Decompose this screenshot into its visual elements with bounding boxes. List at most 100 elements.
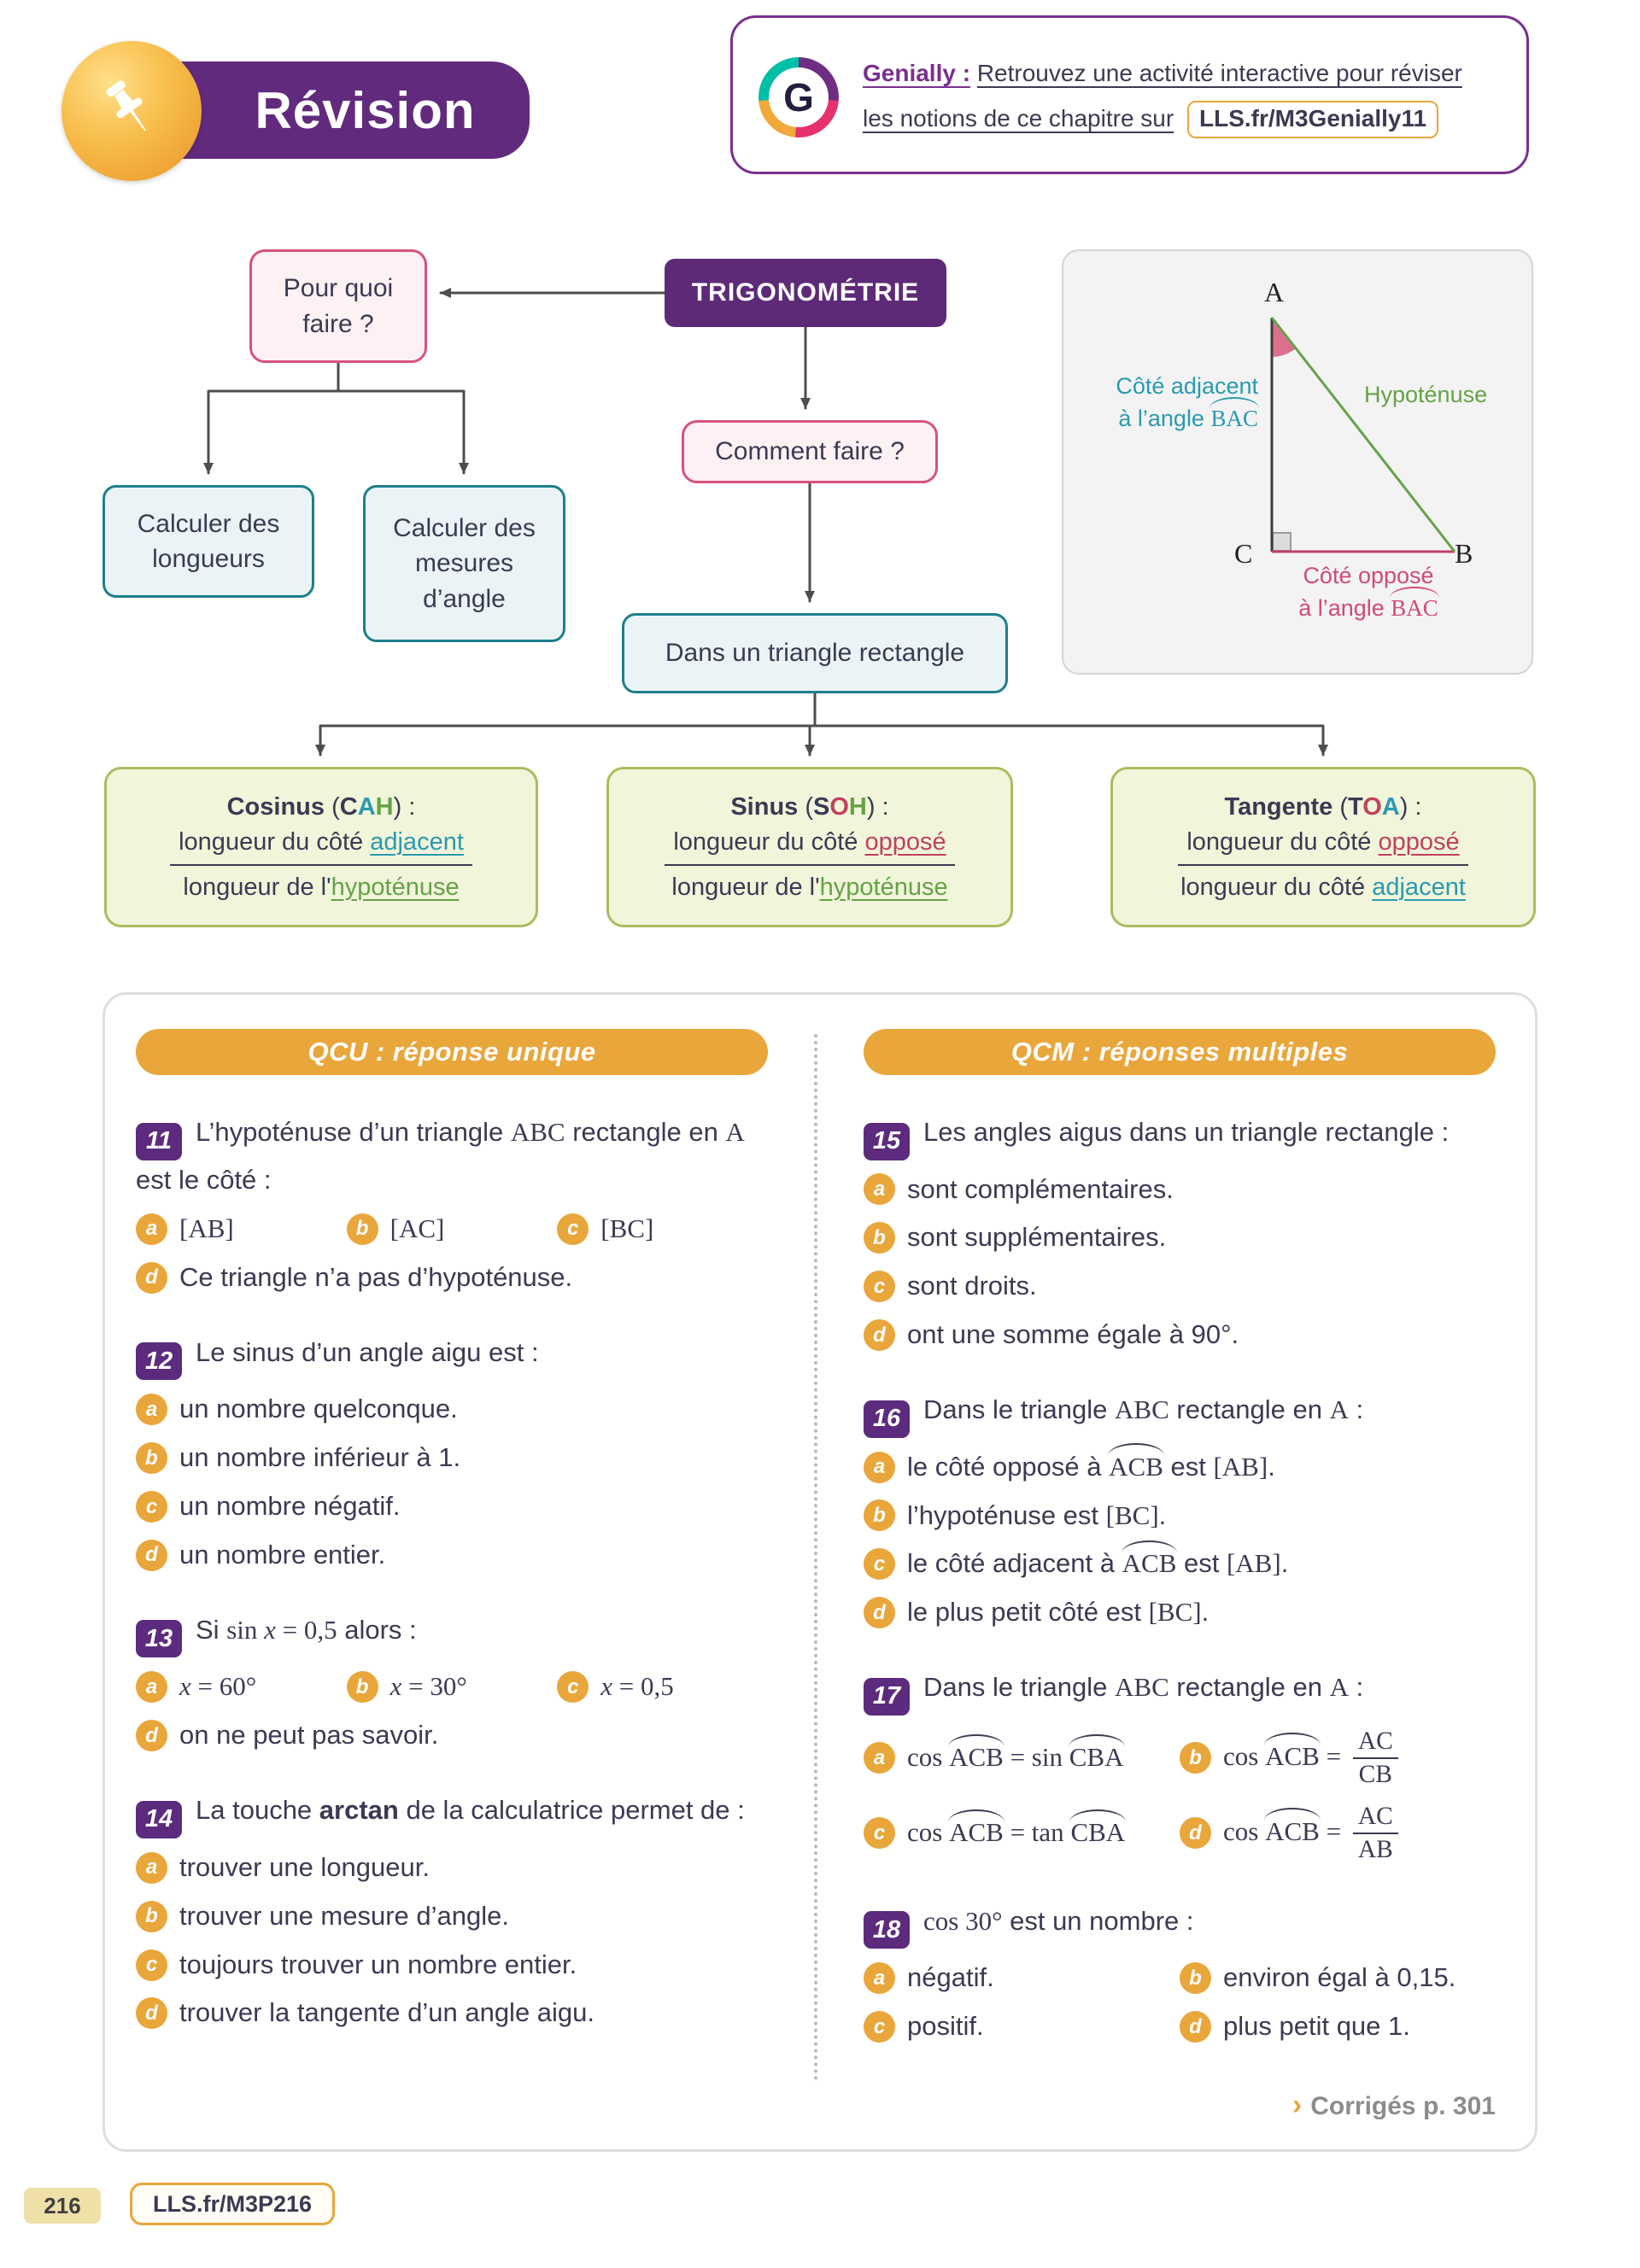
option-text: trouver la tangente d’un angle aigu.	[179, 1997, 595, 2028]
option-14b[interactable]: b trouver une mesure d’angle.	[136, 1899, 768, 1934]
option-11a[interactable]: a [AB]	[136, 1212, 347, 1247]
option-letter-badge[interactable]: b	[864, 1222, 895, 1254]
question-stem: Si sin x = 0,5 alors :	[196, 1614, 417, 1645]
option-text: ont une somme égale à 90°.	[907, 1319, 1239, 1350]
sinus-numerator: longueur du côté opposé	[665, 828, 955, 866]
option-18b[interactable]: b environ égal à 0,15.	[1180, 1961, 1496, 1996]
option-11c[interactable]: c[BC]	[557, 1212, 768, 1247]
tangente-numerator: longueur du côté opposé	[1178, 828, 1468, 866]
option-letter-badge[interactable]: d	[136, 1720, 167, 1752]
option-letter-badge[interactable]: b	[1180, 1962, 1211, 1995]
option-letter-badge[interactable]: c	[864, 1548, 895, 1581]
page-number-badge: 216	[24, 2188, 101, 2224]
question-number-badge: 13	[136, 1620, 182, 1658]
option-letter-badge[interactable]: c	[557, 1213, 589, 1245]
option-letter-badge[interactable]: d	[1180, 2011, 1211, 2043]
option-letter-badge[interactable]: b	[864, 1499, 895, 1532]
option-16d[interactable]: d le plus petit côté est [BC].	[864, 1595, 1496, 1630]
option-text: on ne peut pas savoir.	[179, 1720, 439, 1751]
option-text: le plus petit côté est [BC].	[907, 1597, 1210, 1628]
option-letter-badge[interactable]: d	[864, 1597, 895, 1629]
option-letter-badge[interactable]: c	[864, 1271, 895, 1303]
answers-link[interactable]: ›Corrigés p. 301	[864, 2089, 1496, 2122]
option-letter-badge[interactable]: c	[136, 1491, 167, 1523]
option-text: un nombre entier.	[179, 1540, 386, 1570]
page-link-pill[interactable]: LLS.fr/M3P216	[130, 2183, 335, 2225]
option-text: [AB]	[179, 1213, 234, 1243]
option-15d[interactable]: d ont une somme égale à 90°.	[864, 1318, 1496, 1353]
option-letter-badge[interactable]: b	[1180, 1742, 1211, 1774]
question-head: 13 Si sin x = 0,5 alors :	[136, 1610, 768, 1658]
option-letter-badge[interactable]: d	[864, 1319, 895, 1352]
option-11b[interactable]: b[AC]	[346, 1212, 558, 1247]
option-letter-badge[interactable]: c	[864, 2011, 895, 2043]
option-16a[interactable]: a le côté opposé à ACB est [AB].	[864, 1443, 1496, 1485]
option-letter-badge[interactable]: b	[136, 1900, 167, 1932]
option-text: le côté adjacent à ACB est [AB].	[907, 1540, 1288, 1581]
genially-brand: Genially :	[863, 60, 971, 86]
option-13d[interactable]: d on ne peut pas savoir.	[136, 1718, 768, 1753]
option-letter-badge[interactable]: b	[136, 1442, 167, 1475]
option-letter-badge[interactable]: b	[346, 1213, 378, 1245]
sinus-denominator: longueur de l'hypoténuse	[671, 873, 948, 901]
option-text: environ égal à 0,15.	[1223, 1962, 1456, 1993]
option-12d[interactable]: d un nombre entier.	[136, 1538, 768, 1573]
column-divider	[814, 1034, 817, 2081]
option-letter-badge[interactable]: a	[136, 1671, 167, 1704]
option-letter-badge[interactable]: d	[136, 1997, 167, 2030]
option-letter-badge[interactable]: a	[864, 1451, 895, 1483]
genially-line-1: Genially : Retrouvez une activité intera…	[863, 50, 1462, 96]
option-letter-badge[interactable]: a	[864, 1962, 895, 1995]
option-letter-badge[interactable]: a	[136, 1851, 167, 1884]
option-letter-badge[interactable]: c	[557, 1671, 589, 1704]
option-text: plus petit que 1.	[1223, 2011, 1410, 2042]
chevron-right-icon: ›	[1292, 2089, 1303, 2121]
option-letter-badge[interactable]: d	[136, 1539, 167, 1571]
option-letter-badge[interactable]: a	[864, 1173, 895, 1206]
option-letter-badge[interactable]: a	[136, 1394, 167, 1426]
option-letter-badge[interactable]: a	[864, 1742, 895, 1774]
genially-link[interactable]: LLS.fr/M3Genially11	[1187, 101, 1439, 138]
vertex-label-b: B	[1455, 538, 1473, 569]
genially-line-2: les notions de ce chapitre sur LLS.fr/M3…	[863, 96, 1462, 141]
option-letter-badge[interactable]: a	[136, 1213, 167, 1245]
option-letter-badge[interactable]: d	[136, 1261, 167, 1294]
option-16c[interactable]: c le côté adjacent à ACB est [AB].	[864, 1540, 1496, 1581]
question-stem: Dans le triangle ABC rectangle en A :	[923, 1394, 1364, 1425]
option-letter-badge[interactable]: d	[1180, 1817, 1211, 1850]
option-letter-badge[interactable]: b	[346, 1671, 378, 1704]
option-14d[interactable]: d trouver la tangente d’un angle aigu.	[136, 1996, 768, 2031]
option-letter-badge[interactable]: c	[136, 1949, 167, 1981]
option-text: trouver une mesure d’angle.	[179, 1900, 510, 1931]
option-text: le côté opposé à ACB est [AB].	[907, 1443, 1275, 1485]
option-letter-badge[interactable]: c	[864, 1817, 895, 1850]
option-18d[interactable]: d plus petit que 1.	[1180, 2009, 1496, 2044]
pushpin-badge	[62, 41, 202, 181]
